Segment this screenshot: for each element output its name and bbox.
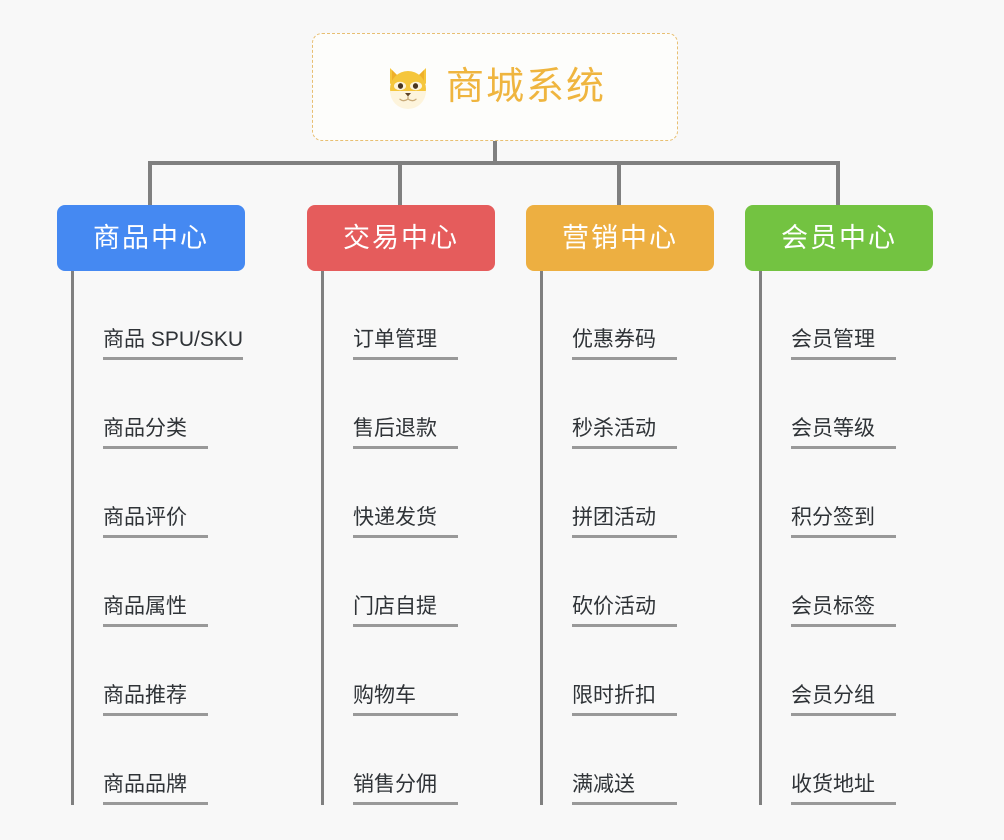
leaf-label: 会员管理 <box>791 329 896 360</box>
leaf-label: 商品品牌 <box>103 774 208 805</box>
branch-box-2[interactable]: 交易中心 <box>307 205 495 271</box>
branch-column-3: 优惠券码 秒杀活动 拼团活动 砍价活动 限时折扣 满减送 <box>540 271 740 805</box>
branch-label-2: 交易中心 <box>343 222 459 253</box>
leaf-item[interactable]: 销售分佣 <box>321 716 521 805</box>
leaf-label: 商品评价 <box>103 507 208 538</box>
leaf-label: 会员等级 <box>791 418 896 449</box>
leaf-label: 拼团活动 <box>572 507 677 538</box>
leaf-label: 收货地址 <box>791 774 896 805</box>
branch-box-4[interactable]: 会员中心 <box>745 205 933 271</box>
leaf-label: 会员分组 <box>791 685 896 716</box>
branch-label-1: 商品中心 <box>93 222 209 253</box>
leaf-item[interactable]: 商品 SPU/SKU <box>71 271 271 360</box>
root-title: 商城系统 <box>445 66 606 108</box>
leaf-label: 商品属性 <box>103 596 208 627</box>
leaf-item[interactable]: 会员标签 <box>759 538 959 627</box>
leaf-label: 商品推荐 <box>103 685 208 716</box>
leaf-item[interactable]: 会员管理 <box>759 271 959 360</box>
leaf-label: 销售分佣 <box>353 774 458 805</box>
leaf-label: 门店自提 <box>353 596 458 627</box>
branch-spine-4 <box>759 271 762 805</box>
leaf-label: 积分签到 <box>791 507 896 538</box>
leaf-item[interactable]: 优惠券码 <box>540 271 740 360</box>
branch-box-3[interactable]: 营销中心 <box>526 205 714 271</box>
branch-spine-2 <box>321 271 324 805</box>
branch-label-4: 会员中心 <box>781 222 897 253</box>
leaf-item[interactable]: 会员分组 <box>759 627 959 716</box>
leaf-label: 购物车 <box>353 685 458 716</box>
leaf-item[interactable]: 秒杀活动 <box>540 360 740 449</box>
leaf-item[interactable]: 订单管理 <box>321 271 521 360</box>
leaf-label: 商品分类 <box>103 418 208 449</box>
branch-column-1: 商品 SPU/SKU 商品分类 商品评价 商品属性 商品推荐 商品品牌 <box>71 271 271 805</box>
branch-spine-3 <box>540 271 543 805</box>
branch-column-4: 会员管理 会员等级 积分签到 会员标签 会员分组 收货地址 <box>759 271 959 805</box>
leaf-label: 满减送 <box>572 774 677 805</box>
connector-root-stem <box>493 141 497 163</box>
leaf-item[interactable]: 门店自提 <box>321 538 521 627</box>
connector-drop-2 <box>398 161 402 205</box>
leaf-label: 快递发货 <box>353 507 458 538</box>
connector-drop-3 <box>617 161 621 205</box>
leaf-item[interactable]: 拼团活动 <box>540 449 740 538</box>
connector-drop-4 <box>836 161 840 205</box>
branch-box-1[interactable]: 商品中心 <box>57 205 245 271</box>
leaf-item[interactable]: 购物车 <box>321 627 521 716</box>
leaf-item[interactable]: 商品评价 <box>71 449 271 538</box>
leaf-label: 秒杀活动 <box>572 418 677 449</box>
connector-horizontal-bus <box>148 161 840 165</box>
shiba-dog-icon <box>389 68 426 109</box>
leaf-label: 订单管理 <box>353 329 458 360</box>
leaf-label: 商品 SPU/SKU <box>103 329 244 360</box>
leaf-item[interactable]: 收货地址 <box>759 716 959 805</box>
leaf-item[interactable]: 会员等级 <box>759 360 959 449</box>
branch-spine-1 <box>71 271 74 805</box>
connector-drop-1 <box>148 161 152 205</box>
leaf-item[interactable]: 售后退款 <box>321 360 521 449</box>
leaf-item[interactable]: 商品属性 <box>71 538 271 627</box>
leaf-item[interactable]: 限时折扣 <box>540 627 740 716</box>
branch-column-2: 订单管理 售后退款 快递发货 门店自提 购物车 销售分佣 <box>321 271 521 805</box>
leaf-item[interactable]: 商品分类 <box>71 360 271 449</box>
leaf-item[interactable]: 满减送 <box>540 716 740 805</box>
leaf-label: 砍价活动 <box>572 596 677 627</box>
leaf-label: 会员标签 <box>791 596 896 627</box>
leaf-item[interactable]: 快递发货 <box>321 449 521 538</box>
leaf-label: 限时折扣 <box>572 685 677 716</box>
leaf-label: 优惠券码 <box>572 329 677 360</box>
leaf-item[interactable]: 砍价活动 <box>540 538 740 627</box>
leaf-item[interactable]: 积分签到 <box>759 449 959 538</box>
branch-label-3: 营销中心 <box>562 222 678 253</box>
leaf-item[interactable]: 商品推荐 <box>71 627 271 716</box>
leaf-item[interactable]: 商品品牌 <box>71 716 271 805</box>
leaf-label: 售后退款 <box>353 418 458 449</box>
root-node[interactable]: 商城系统 <box>312 33 678 141</box>
